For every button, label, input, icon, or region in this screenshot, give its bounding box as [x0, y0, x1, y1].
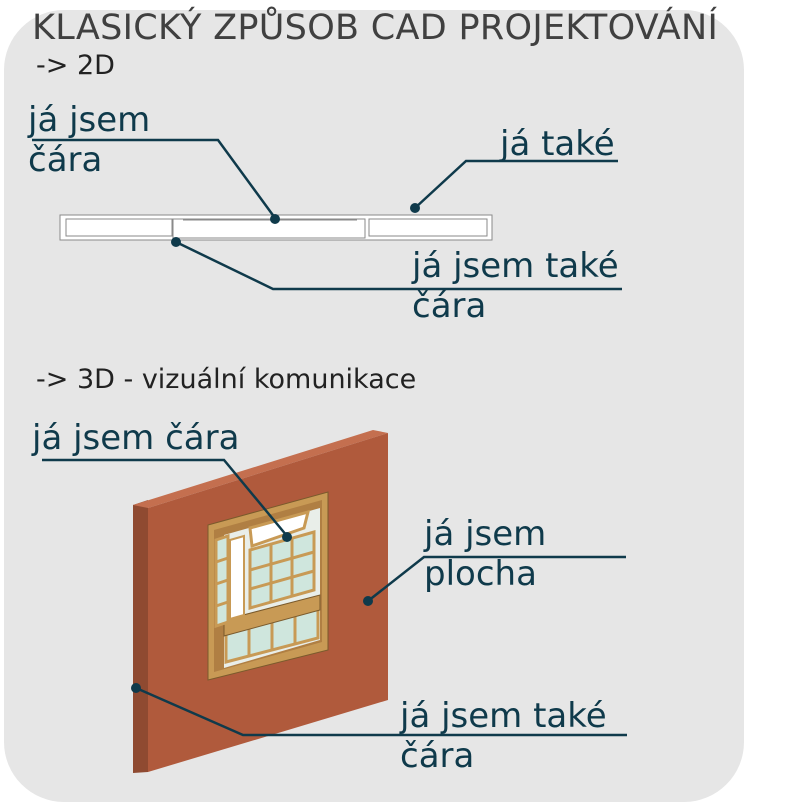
plan-wall-left: [65, 218, 173, 237]
leader-line1-2d: [32, 138, 277, 219]
leader-line1-3d: [42, 458, 288, 537]
leader-dot: [171, 237, 181, 247]
window-3d: [207, 491, 329, 681]
plan-window-opening: [172, 218, 366, 239]
plan-wall-right: [368, 218, 488, 237]
label-also-2d: já také: [500, 124, 615, 164]
leader-also-2d: [414, 159, 618, 209]
window-top-vent: [248, 509, 311, 549]
leader-line2-3d: [135, 686, 627, 737]
wall-top-face: [133, 430, 388, 508]
wall-side-face: [133, 500, 148, 773]
leader-dot: [131, 683, 141, 693]
leaders-2d: [32, 138, 622, 291]
leader-dot: [363, 596, 373, 606]
section-3d-heading: -> 3D - vizuální komunikace: [36, 364, 417, 395]
leader-dot: [282, 532, 292, 542]
leader-dot: [270, 214, 280, 224]
label-line1-2d: já jsem čára: [28, 100, 151, 180]
section-2d-heading: -> 2D: [36, 50, 115, 81]
leaders-3d: [42, 458, 627, 737]
label-line2-3d: já jsem také čára: [400, 696, 607, 776]
leader-line2-2d: [175, 240, 622, 291]
label-line1-3d: já jsem čára: [32, 418, 240, 458]
window-meeting-rail: [223, 594, 321, 637]
label-surface-3d: já jsem plocha: [424, 514, 547, 594]
page-title: KLASICKÝ ZPŮSOB CAD PROJEKTOVÁNÍ: [32, 8, 719, 48]
leader-surface-3d: [367, 555, 626, 602]
window-side-shutter: [229, 534, 245, 621]
leader-dot: [410, 203, 420, 213]
label-line2-2d: já jsem také čára: [412, 246, 619, 326]
